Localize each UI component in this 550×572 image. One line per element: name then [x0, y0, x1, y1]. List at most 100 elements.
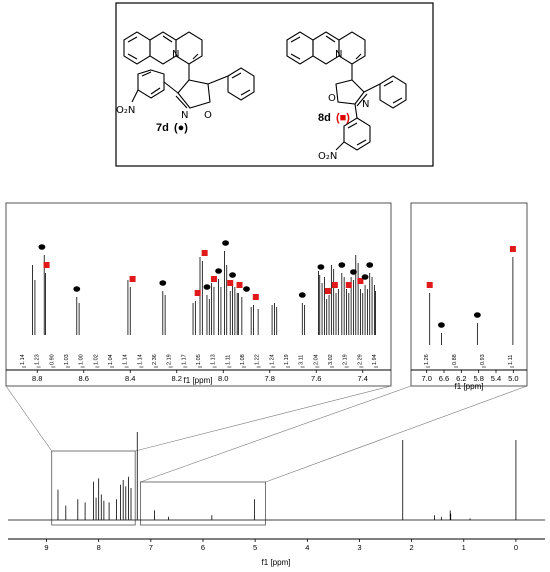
marker-8d-square: [331, 282, 338, 288]
x-tick-label: 5.0: [508, 374, 518, 383]
full-spectrum-zoom-boxes: [5, 385, 528, 526]
marker-8d-square: [129, 276, 136, 282]
x-tick-label: 6.6: [439, 374, 449, 383]
zoom-connector: [140, 385, 412, 483]
zoom-connector: [5, 385, 52, 452]
inset-aliphatic-frame: [410, 202, 528, 387]
x-tick-label: 1: [462, 543, 466, 552]
x-tick-label: 7.6: [311, 374, 321, 383]
integral-value: 1.02: [93, 354, 99, 365]
x-tick-label: 2: [410, 543, 414, 552]
integral-value: 1.05: [196, 354, 202, 365]
x-tick-label: 6.2: [456, 374, 466, 383]
compound-7d-number: 7d: [156, 122, 169, 134]
marker-7d-circle: [73, 286, 81, 292]
x-tick-label: 3: [357, 543, 361, 552]
x-tick-label: 5.8: [473, 374, 483, 383]
x-tick-label: 7.8: [265, 374, 275, 383]
integral-value: 1.03: [64, 354, 70, 365]
marker-7d-circle: [203, 284, 211, 290]
x-tick-label: 8.4: [125, 374, 135, 383]
acridine-n-label-left: N: [172, 49, 179, 60]
x-tick-label: 4: [305, 543, 309, 552]
compound-7d-marker: (●): [174, 122, 188, 134]
ring-o-label-left: O: [204, 110, 212, 121]
nitro-label-right: O₂N: [318, 151, 337, 162]
x-tick-label: 6: [201, 543, 205, 552]
full-spectrum-panel: 9 8 7 6 5 4 3 2 1 0 f1 [ppm]: [5, 385, 545, 567]
integral-value: 1.08: [240, 354, 246, 365]
ring-n-label-right: N: [362, 99, 369, 110]
ring-o-label-right: O: [328, 93, 336, 104]
integral-value: 1.24: [269, 354, 275, 365]
integral-value: 1.11: [508, 355, 514, 365]
integral-value: 2.29: [357, 354, 363, 365]
compound-8d-marker: (■): [336, 112, 350, 124]
integral-value: 2.19: [343, 354, 349, 365]
integral-value: 1.11: [225, 355, 231, 365]
marker-7d-circle: [473, 312, 481, 318]
x-tick-label: 5: [253, 543, 257, 552]
nitro-label-left: O₂N: [116, 105, 135, 116]
integral-value: 2.19: [167, 354, 173, 365]
integral-value: 2.36: [152, 354, 158, 365]
inset-aromatic-markers: [38, 240, 374, 300]
zoom-region-box: [139, 481, 266, 526]
marker-8d-square: [509, 246, 516, 252]
marker-8d-square: [357, 278, 364, 284]
marker-7d-circle: [317, 264, 325, 270]
marker-8d-square: [252, 294, 259, 300]
inset-aliphatic-markers: [426, 246, 516, 328]
marker-8d-square: [227, 280, 234, 286]
marker-8d-square: [201, 250, 208, 256]
x-tick-label: 8: [97, 543, 101, 552]
integral-value: 1.23: [35, 354, 41, 365]
x-tick-label: 8.6: [79, 374, 89, 383]
inset-aliphatic-integrals: 1.26 0.88 0.93 1.11: [424, 354, 514, 368]
x-tick-label: 8.2: [172, 374, 182, 383]
marker-8d-square: [236, 282, 243, 288]
marker-7d-circle: [438, 322, 445, 328]
marker-7d-circle: [338, 262, 346, 268]
inset-aliphatic-peaks: [429, 257, 514, 345]
x-tick-label: 5.4: [491, 374, 501, 383]
full-spectrum-ticks: 9 8 7 6 5 4 3 2 1 0: [44, 539, 518, 552]
marker-7d-circle: [159, 280, 167, 286]
x-tick-label: 7.0: [421, 374, 431, 383]
integral-value: 0.88: [452, 354, 458, 365]
integral-value: 0.93: [480, 354, 486, 365]
marker-8d-square: [194, 290, 201, 296]
ring-n-label-left: N: [181, 110, 188, 121]
full-spectrum-xlabel: f1 [ppm]: [262, 558, 291, 567]
integral-value: 3.11: [299, 355, 305, 365]
marker-7d-circle: [366, 262, 374, 268]
full-spectrum-peaks: [57, 432, 517, 520]
compound-scheme: N N O O₂N 7d (●): [115, 2, 434, 167]
zoom-connector: [265, 385, 528, 483]
x-tick-label: 7.4: [358, 374, 368, 383]
integral-value: 2.04: [313, 354, 319, 365]
integral-value: 1.00: [79, 354, 85, 365]
x-tick-label: 8.8: [32, 374, 42, 383]
marker-7d-circle: [350, 269, 357, 275]
integral-value: 1.14: [137, 354, 143, 365]
inset-aromatic-peaks: [32, 251, 376, 335]
zoom-region-box: [51, 450, 136, 526]
integral-value: 1.22: [255, 354, 261, 365]
marker-7d-circle: [215, 268, 223, 274]
x-tick-label: 0: [514, 543, 518, 552]
marker-7d-circle: [38, 244, 46, 250]
x-tick-label: 9: [44, 543, 48, 552]
zoom-connector: [135, 385, 392, 452]
marker-8d-square: [43, 262, 50, 268]
x-tick-label: 8.0: [218, 374, 228, 383]
integral-value: 1.26: [424, 354, 430, 365]
marker-8d-square: [210, 276, 217, 282]
x-tick-label: 7: [149, 543, 153, 552]
inset-aliphatic-ticks: 7.0 6.6 6.2 5.8 5.4 5.0: [421, 370, 519, 383]
integral-value: 3.02: [328, 354, 334, 365]
integral-value: 1.19: [284, 354, 290, 365]
inset-aromatic-xlabel: f1 [ppm]: [184, 376, 213, 385]
